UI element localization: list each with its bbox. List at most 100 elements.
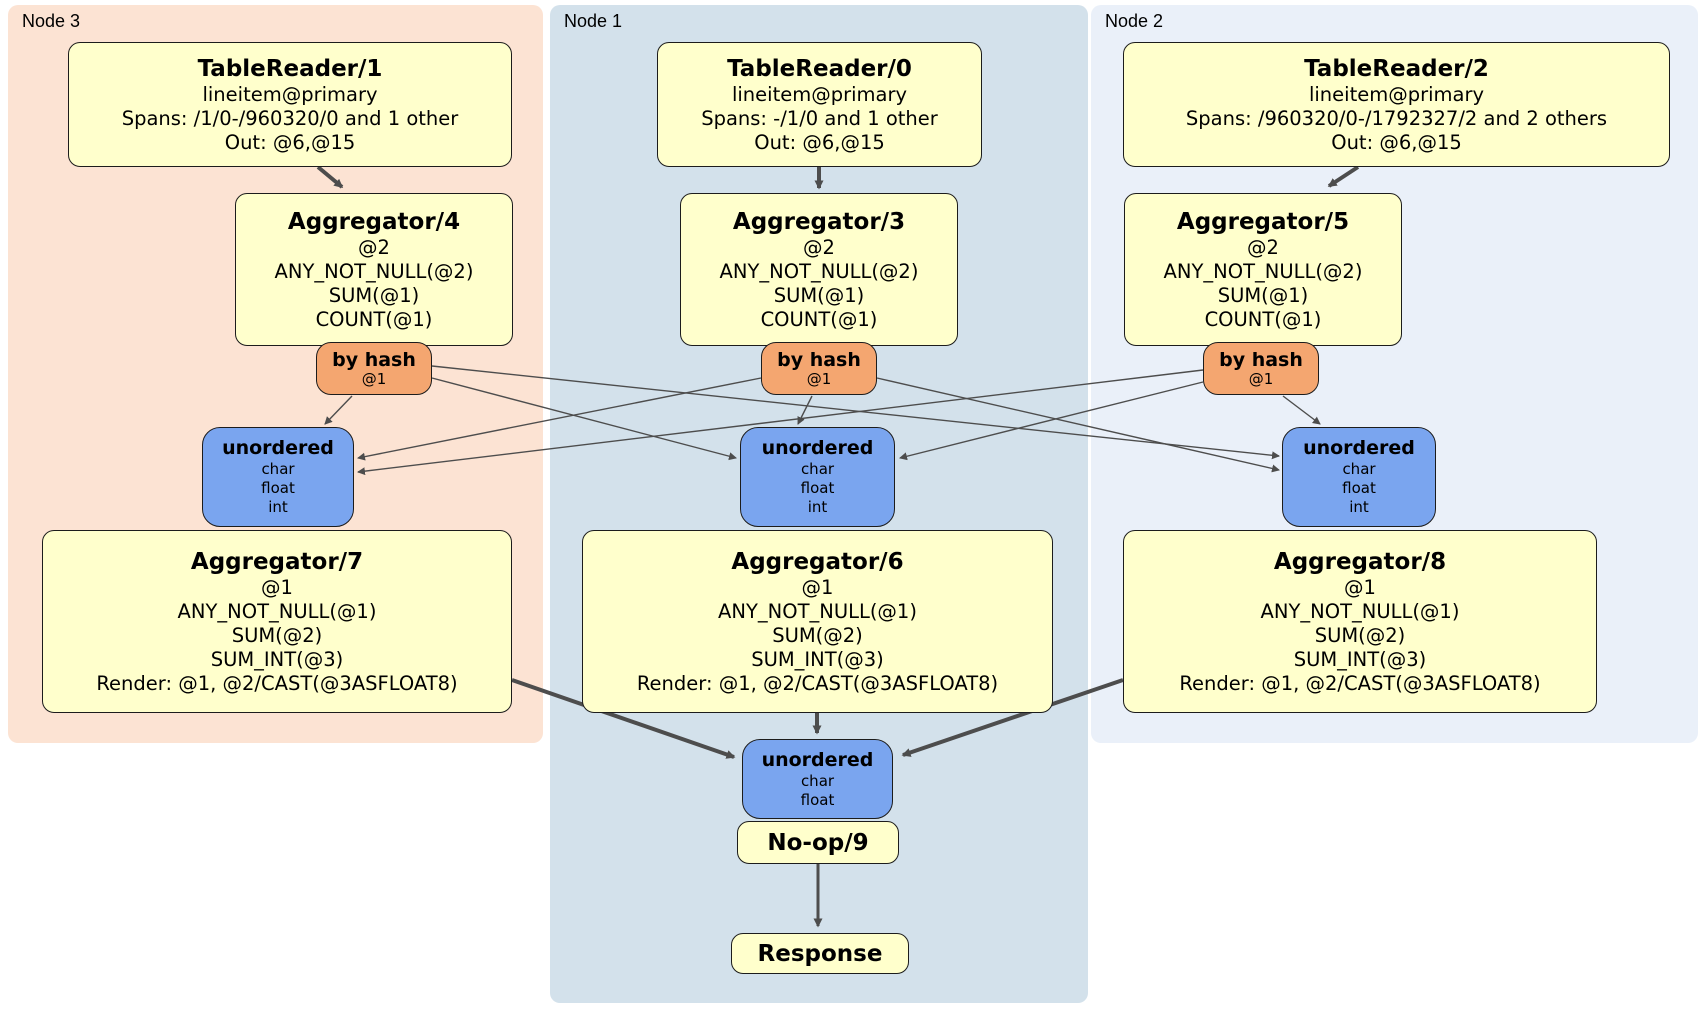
box-line: SUM(@1) <box>1217 283 1309 307</box>
edge-router2-sync3 <box>357 369 1204 476</box>
node-2-label: Node 2 <box>1105 11 1164 31</box>
box-line: SUM(@2) <box>1314 623 1406 647</box>
box-line: char <box>800 771 835 790</box>
box-line: @2 <box>358 235 390 259</box>
box-title: Aggregator/7 <box>190 548 364 575</box>
box-title: Aggregator/6 <box>731 548 904 575</box>
box-title: unordered <box>222 437 334 459</box>
box-line: Out: @6,@15 <box>754 130 885 154</box>
edge-aggregator7-finalsync <box>511 678 736 759</box>
edge-router3-sync2 <box>431 365 1280 460</box>
box-line: char <box>800 460 835 478</box>
box-title: Aggregator/3 <box>732 208 906 235</box>
box-line: char <box>261 460 295 478</box>
box-line: Out: @6,@15 <box>1331 130 1462 154</box>
hash-router-node3: by hash @1 <box>316 342 432 395</box>
aggregator-7-box: Aggregator/7 @1 ANY_NOT_NULL(@1) SUM(@2)… <box>42 530 512 713</box>
box-line: Out: @6,@15 <box>224 130 356 154</box>
box-line: ANY_NOT_NULL(@1) <box>1260 599 1460 623</box>
box-line: SUM_INT(@3) <box>1293 647 1427 671</box>
box-line: ANY_NOT_NULL(@2) <box>1163 259 1363 283</box>
box-line: Render: @1, @2/CAST(@3ASFLOAT8) <box>96 671 458 695</box>
edge-router1-sync3 <box>357 377 762 461</box>
unordered-sync-final: unordered char float <box>742 739 893 819</box>
box-line: int <box>1349 498 1369 516</box>
box-line: SUM(@1) <box>773 283 865 307</box>
box-line: SUM_INT(@3) <box>210 647 344 671</box>
box-title: TableReader/2 <box>1304 55 1489 82</box>
box-line: @1 <box>261 575 293 599</box>
aggregator-3-box: Aggregator/3 @2 ANY_NOT_NULL(@2) SUM(@1)… <box>680 193 958 346</box>
box-line: Render: @1, @2/CAST(@3ASFLOAT8) <box>636 671 999 695</box>
unordered-sync-node1: unordered char float int <box>740 427 895 527</box>
box-line: lineitem@primary <box>1308 82 1485 106</box>
edge-tablereader1-aggregator4 <box>316 165 344 189</box>
edge-router2-sync1 <box>899 381 1204 461</box>
edge-router3-sync3 <box>324 395 353 425</box>
box-line: @1 <box>806 369 832 388</box>
box-line: lineitem@primary <box>731 82 908 106</box>
box-line: float <box>1342 479 1376 497</box>
box-line: float <box>800 790 835 809</box>
box-line: ANY_NOT_NULL(@2) <box>719 259 919 283</box>
box-line: Spans: /960320/0-/1792327/2 and 2 others <box>1185 106 1608 130</box>
node-1-label: Node 1 <box>564 11 623 31</box>
box-title: unordered <box>1303 437 1415 459</box>
box-title: by hash <box>777 348 861 371</box>
box-title: Aggregator/8 <box>1273 548 1447 575</box>
box-line: Spans: -/1/0 and 1 other <box>701 106 938 130</box>
box-line: ANY_NOT_NULL(@2) <box>274 259 474 283</box>
box-line: COUNT(@1) <box>1204 307 1322 331</box>
box-title: Aggregator/4 <box>287 208 461 235</box>
box-line: ANY_NOT_NULL(@1) <box>718 599 917 623</box>
box-line: @2 <box>1247 235 1279 259</box>
node-3-label: Node 3 <box>22 11 81 31</box>
unordered-sync-node3: unordered char float int <box>202 427 354 527</box>
box-title: unordered <box>761 437 874 459</box>
box-line: Render: @1, @2/CAST(@3ASFLOAT8) <box>1179 671 1541 695</box>
hash-router-node2: by hash @1 <box>1203 342 1319 395</box>
box-title: No-op/9 <box>767 829 869 856</box>
aggregator-4-box: Aggregator/4 @2 ANY_NOT_NULL(@2) SUM(@1)… <box>235 193 513 346</box>
edge-aggregator8-finalsync <box>901 678 1124 757</box>
response-box: Response <box>731 933 909 974</box>
edge-router2-sync2 <box>1282 395 1321 425</box>
box-title: TableReader/1 <box>197 55 383 82</box>
box-title: TableReader/0 <box>727 55 912 82</box>
box-line: COUNT(@1) <box>760 307 878 331</box>
aggregator-5-box: Aggregator/5 @2 ANY_NOT_NULL(@2) SUM(@1)… <box>1124 193 1402 346</box>
tablereader-0-box: TableReader/0 lineitem@primary Spans: -/… <box>657 42 982 167</box>
box-line: SUM(@2) <box>231 623 323 647</box>
box-line: SUM(@2) <box>772 623 863 647</box>
edge-router3-sync1 <box>431 377 737 461</box>
box-line: char <box>1342 460 1376 478</box>
unordered-sync-node2: unordered char float int <box>1282 427 1436 527</box>
box-line: @2 <box>803 235 835 259</box>
tablereader-1-box: TableReader/1 lineitem@primary Spans: /1… <box>68 42 512 167</box>
box-line: int <box>807 498 828 516</box>
aggregator-6-box: Aggregator/6 @1 ANY_NOT_NULL(@1) SUM(@2)… <box>582 530 1053 713</box>
box-title: by hash <box>1219 348 1303 371</box>
box-title: Response <box>757 940 883 967</box>
box-line: @1 <box>1344 575 1376 599</box>
box-line: SUM_INT(@3) <box>751 647 884 671</box>
box-line: lineitem@primary <box>202 82 378 106</box>
box-line: ANY_NOT_NULL(@1) <box>177 599 377 623</box>
aggregator-8-box: Aggregator/8 @1 ANY_NOT_NULL(@1) SUM(@2)… <box>1123 530 1597 713</box>
noop-9-box: No-op/9 <box>737 821 899 864</box>
tablereader-2-box: TableReader/2 lineitem@primary Spans: /9… <box>1123 42 1670 167</box>
box-line: SUM(@1) <box>328 283 420 307</box>
edge-router1-sync1 <box>797 395 813 425</box>
edge-router1-sync2 <box>876 377 1280 473</box>
box-title: by hash <box>332 348 416 371</box>
box-line: float <box>800 479 835 497</box>
box-line: Spans: /1/0-/960320/0 and 1 other <box>121 106 459 130</box>
box-title: Aggregator/5 <box>1176 208 1350 235</box>
box-line: float <box>261 479 295 497</box>
box-title: unordered <box>761 748 874 771</box>
box-line: int <box>268 498 288 516</box>
box-line: @1 <box>361 369 387 388</box>
box-line: COUNT(@1) <box>315 307 433 331</box>
